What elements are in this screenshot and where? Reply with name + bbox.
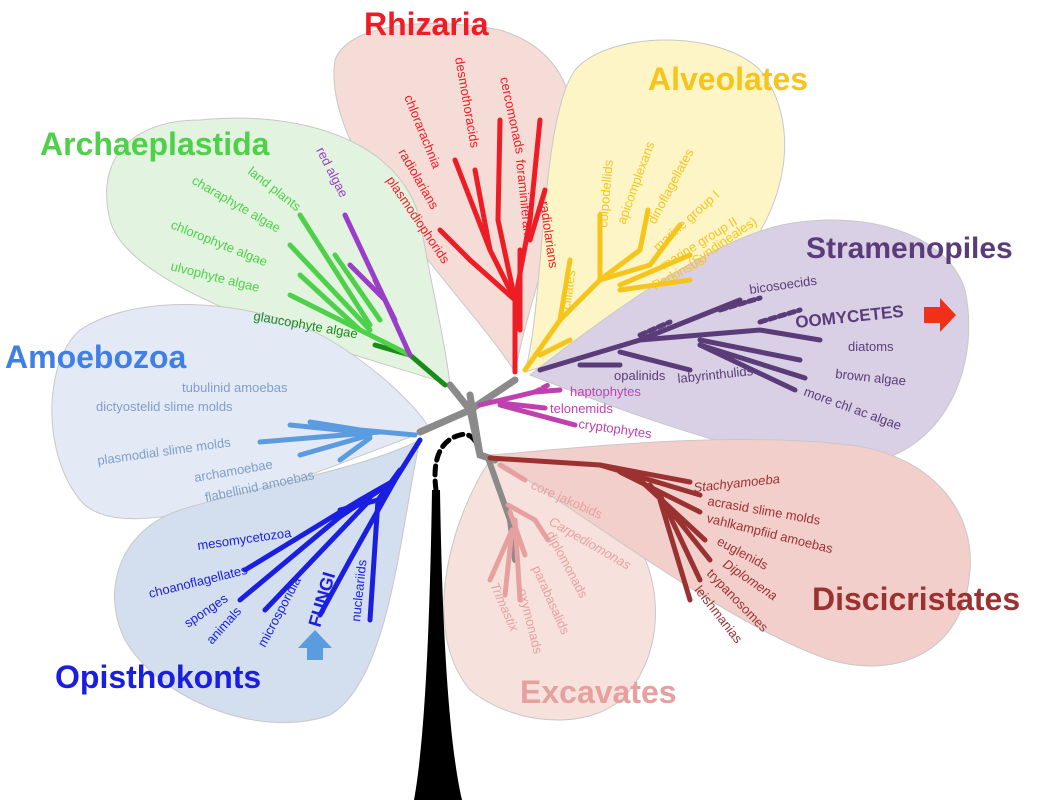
branches-rhizaria	[437, 117, 548, 375]
group-title-excavates: Excavates	[520, 674, 677, 710]
fungi-arrow-icon	[298, 630, 332, 660]
oomycetes-arrow-icon	[924, 298, 956, 332]
branches-hacrobia	[477, 381, 578, 428]
leaf-telonemids: telonemids	[550, 401, 613, 416]
leaf-diatoms: diatoms	[848, 339, 894, 354]
group-title-amoebozoa: Amoebozoa	[5, 339, 187, 375]
backbone-gray	[416, 376, 519, 464]
leaf-dictyostelid-slime-molds: dictyostelid slime molds	[96, 399, 233, 414]
branches-alveolates	[522, 207, 693, 373]
leaf-nucleariids: nucleariids	[348, 558, 369, 622]
leaf-ciliates: ciliates	[558, 268, 578, 310]
branches-discicristates	[487, 455, 713, 603]
leaf-opalinids: opalinids	[614, 368, 666, 383]
branches-amoebozoa	[257, 419, 418, 463]
leaf-brown-algae: brown algae	[835, 366, 907, 388]
leaf-cryptophytes: cryptophytes	[578, 416, 654, 441]
leaf-haptophytes: haptophytes	[570, 384, 641, 399]
branches-archaeplastida	[287, 212, 448, 388]
branches-stramenopiles	[537, 295, 823, 393]
leaf-colpodellids: colpodellids	[595, 159, 616, 228]
tree-trunk	[414, 490, 462, 800]
petal-discicristates	[488, 439, 971, 667]
leaf-tubulinid-amoebas: tubulinid amoebas	[182, 380, 288, 395]
group-title-stramenopiles: Stramenopiles	[806, 232, 1013, 265]
backbone-to-excavates	[485, 455, 518, 563]
backbone-dashed-root	[432, 431, 481, 493]
branches-excavates	[487, 462, 551, 603]
group-title-opisthokonts: Opisthokonts	[55, 659, 261, 695]
group-title-archaeplastida: Archaeplastida	[40, 126, 270, 162]
group-title-rhizaria: Rhizaria	[364, 6, 489, 42]
branches-opisthokonts	[237, 437, 423, 623]
group-title-alveolates: Alveolates	[648, 61, 808, 97]
group-title-discicristates: Discicristates	[812, 581, 1020, 617]
